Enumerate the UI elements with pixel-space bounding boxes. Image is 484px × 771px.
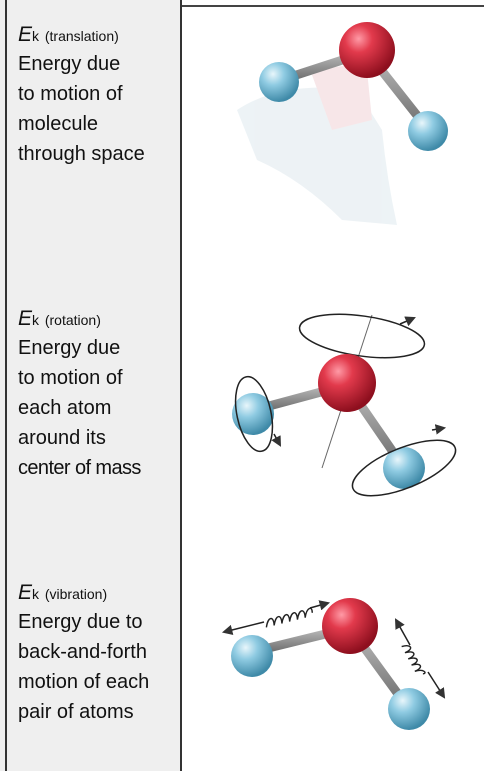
description-line: molecule: [18, 113, 99, 135]
description-line: to motion of: [18, 83, 123, 105]
motion-blur-trail: [237, 66, 397, 225]
description-line: motion of each: [18, 671, 150, 693]
description-line: through space: [18, 143, 145, 165]
hydrogen-atom: [388, 688, 430, 730]
orbit-arrow: [431, 424, 447, 435]
kinetic-subscript: k: [32, 28, 40, 44]
description-line: pair of atoms: [18, 701, 134, 723]
top-border: [182, 5, 484, 7]
spring-icon: [401, 645, 426, 675]
energy-type: (rotation): [44, 312, 101, 328]
hydrogen-atom: [408, 111, 448, 151]
description-line: around its: [18, 427, 106, 449]
description-line: Energy due to: [18, 611, 143, 633]
vibration-description: Energy due to back-and-forth motion of e…: [18, 607, 180, 727]
vibration-molecule: [221, 598, 446, 730]
energy-symbol: E: [18, 307, 33, 330]
label-column: [0, 0, 182, 771]
description-line: Energy due: [18, 337, 121, 359]
translation-label: Ek (translation) Energy due to motion of…: [18, 22, 180, 169]
description-line: each atom: [18, 397, 112, 419]
rotation-orbit: [351, 439, 457, 497]
orbit-arrow: [399, 316, 416, 327]
oxygen-atom: [339, 22, 395, 78]
rotation-molecule: [232, 313, 457, 497]
hydrogen-atom: [231, 635, 273, 677]
vibration-arrow: [394, 618, 411, 646]
rotation-heading: Ek (rotation): [18, 306, 180, 333]
description-line: to motion of: [18, 367, 123, 389]
orbit-arrow: [271, 433, 282, 447]
description-line: back-and-forth: [18, 641, 147, 663]
rotation-label: Ek (rotation) Energy due to motion of ea…: [18, 306, 180, 483]
vibration-arrow: [427, 671, 446, 699]
vibration-heading: Ek (vibration): [18, 580, 180, 607]
description-line: center of mass: [18, 457, 141, 479]
translation-heading: Ek (translation): [18, 22, 180, 49]
translation-molecule: [237, 22, 448, 225]
rotation-orbit: [234, 375, 274, 453]
rotation-orbit: [298, 313, 426, 359]
left-border: [5, 0, 7, 771]
vibration-arrow: [221, 621, 265, 636]
hydrogen-atom: [259, 62, 299, 102]
vibration-arrow: [309, 600, 331, 611]
hydrogen-atom: [383, 447, 425, 489]
energy-type: (translation): [44, 28, 119, 44]
description-line: Energy due: [18, 53, 121, 75]
kinetic-subscript: k: [32, 586, 40, 602]
molecule-illustrations: [221, 22, 457, 730]
spring-icon: [265, 607, 313, 628]
translation-description: Energy due to motion of molecule through…: [18, 49, 180, 169]
oxygen-atom: [322, 598, 378, 654]
kinetic-subscript: k: [32, 312, 40, 328]
rotation-description: Energy due to motion of each atom around…: [18, 333, 180, 483]
oxygen-atom: [318, 354, 376, 412]
energy-type: (vibration): [44, 586, 108, 602]
energy-symbol: E: [18, 581, 33, 604]
hydrogen-atom: [232, 393, 274, 435]
energy-symbol: E: [18, 23, 33, 46]
vibration-label: Ek (vibration) Energy due to back-and-fo…: [18, 580, 180, 727]
